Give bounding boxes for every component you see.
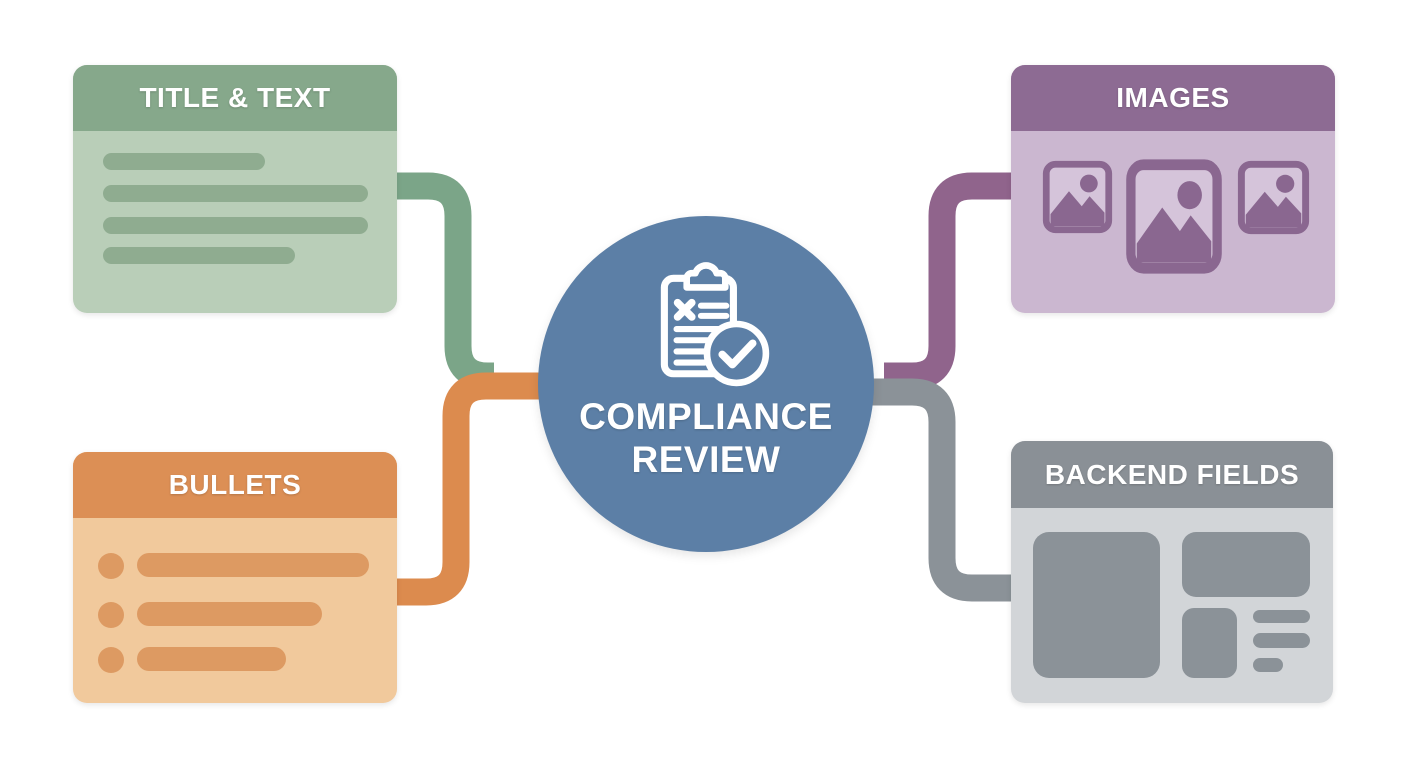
node-card-title-text: TITLE & TEXT <box>73 65 397 313</box>
center-node-label: COMPLIANCE REVIEW <box>579 396 833 481</box>
center-label-line2: REVIEW <box>631 438 781 480</box>
field-bar-placeholder <box>1253 610 1310 623</box>
connector-title-text <box>390 172 494 390</box>
node-label-bullets: BULLETS <box>168 469 302 500</box>
node-label-title-text: TITLE & TEXT <box>139 82 331 113</box>
node-card-images: IMAGES <box>1011 65 1335 313</box>
bullet-line-placeholder <box>137 553 369 577</box>
field-bar-placeholder <box>1253 658 1283 672</box>
bullet-dot <box>98 553 124 579</box>
node-card-backend-fields: BACKEND FIELDS <box>1011 441 1333 703</box>
field-block-wide <box>1182 532 1310 597</box>
text-line-placeholder <box>103 185 368 202</box>
bullet-line-placeholder <box>137 647 286 671</box>
center-label-line1: COMPLIANCE <box>579 396 833 437</box>
node-header-title-text: TITLE & TEXT <box>73 65 397 131</box>
image-placeholder-icon <box>1042 160 1113 234</box>
node-body-title-text <box>73 131 397 313</box>
bullet-dot <box>98 602 124 628</box>
text-line-placeholder <box>103 153 265 170</box>
node-header-images: IMAGES <box>1011 65 1335 131</box>
connector-backend-fields <box>864 378 1018 602</box>
node-body-backend-fields <box>1011 508 1333 703</box>
clipboard-check-icon <box>660 262 770 387</box>
node-body-images <box>1011 131 1335 313</box>
text-line-placeholder <box>103 217 368 234</box>
bullet-line-placeholder <box>137 602 322 626</box>
node-card-bullets: BULLETS <box>73 452 397 703</box>
image-placeholder-icon <box>1125 158 1223 275</box>
node-header-backend-fields: BACKEND FIELDS <box>1011 441 1333 508</box>
bullet-dot <box>98 647 124 673</box>
node-label-backend-fields: BACKEND FIELDS <box>1044 458 1300 490</box>
image-placeholder-icon <box>1237 160 1310 235</box>
field-block-square <box>1182 608 1237 678</box>
text-line-placeholder <box>103 247 295 264</box>
field-bar-placeholder <box>1253 633 1310 648</box>
node-label-images: IMAGES <box>1116 82 1230 113</box>
connector-images <box>884 172 1018 390</box>
node-body-bullets <box>73 518 397 703</box>
connector-bullets <box>390 372 560 606</box>
field-block-large <box>1033 532 1160 678</box>
center-node-compliance-review: COMPLIANCE REVIEW <box>538 216 874 552</box>
node-header-bullets: BULLETS <box>73 452 397 518</box>
